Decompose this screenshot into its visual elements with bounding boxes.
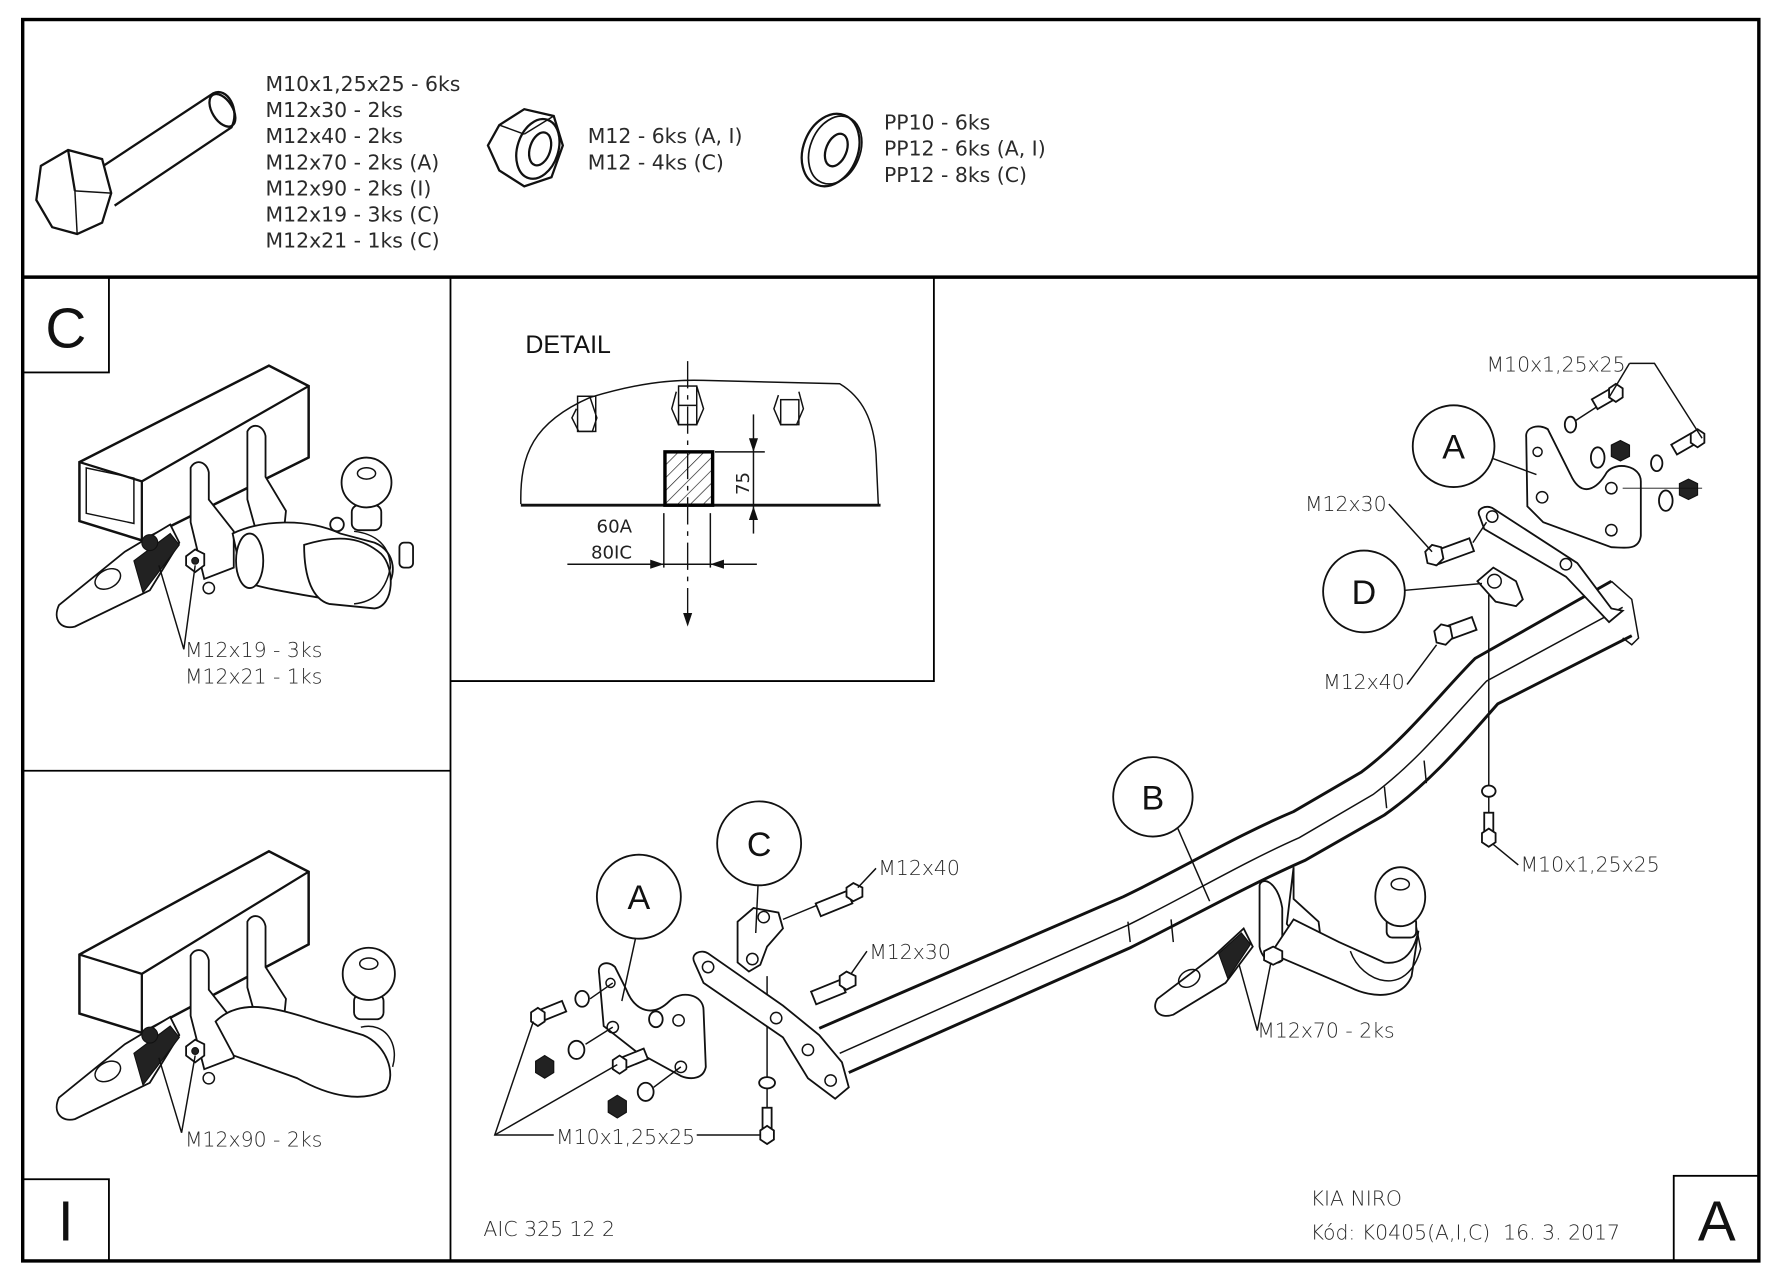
callout-i-line: M12x90 - 2ks [185,1127,322,1151]
tow-hitch-detachable-illustration [55,364,414,650]
panel-c: C [21,276,414,688]
left-mounting-plate [692,950,850,1100]
bubble-b-label: B [1142,779,1165,817]
nut-item: M12 - 6ks (A, I) [588,124,743,148]
hex-nut-icon [486,107,565,188]
bolt-item: M10x1,25x25 - 6ks [266,72,461,96]
washer-item: PP12 - 8ks (C) [884,163,1027,187]
variant-box-i [21,1178,110,1262]
bubble-d-label: D [1352,574,1377,612]
left-bracket-c [736,882,864,1146]
detail-box-border [450,277,935,682]
bubble-a-left-label: A [628,879,651,917]
bolt-item: M12x19 - 3ks (C) [266,203,440,227]
vehicle-model: KIA NIRO [1311,1186,1402,1210]
tow-hitch-center [1154,866,1427,1031]
bolt-item: M12x40 - 2ks [266,124,403,148]
bubble-b [1112,756,1194,838]
bubble-a-right [1411,404,1496,488]
panel-i: I M12x90 - 2ks [21,849,396,1262]
width-dimension-ic: 80IC [591,543,632,564]
washer-item: PP12 - 6ks (A, I) [884,137,1046,161]
callout-right-m12x30: M12x30 [1305,492,1387,516]
callout-right-bottom-bolt: M10x1,25x25 [1521,853,1660,877]
bolt-list: M10x1,25x25 - 6ks M12x30 - 2ks M12x40 - … [266,72,461,253]
callout-left-m12x30: M12x30 [869,940,951,964]
washer-item: PP10 - 6ks [884,111,990,135]
bolt-item: M12x30 - 2ks [266,98,403,122]
callout-left-m12x40: M12x40 [878,856,960,880]
bubble-a-left [595,853,682,940]
bubble-a-right-label: A [1442,429,1465,467]
main-assembly: M10x1,25x25 M12x30 M12x40 M10x1,25x25 A … [493,352,1706,1149]
flat-washer-icon [800,112,863,188]
washer-list: PP10 - 6ks PP12 - 6ks (A, I) PP12 - 8ks … [884,111,1046,187]
bubble-c [716,800,803,887]
height-dimension: 75 [733,472,754,495]
detail-title: DETAIL [525,331,611,359]
bolt-item: M12x70 - 2ks (A) [266,150,440,174]
variant-box-a [1672,1174,1760,1262]
callout-c-line: M12x19 - 3ks [185,638,322,662]
variant-letter-i: I [58,1191,74,1254]
drawing-number: AIC 325 12 2 [483,1217,615,1241]
cross-beam-b [818,579,1640,1074]
nut-list: M12 - 6ks (A, I) M12 - 4ks (C) [588,124,743,174]
bubble-d [1322,549,1406,634]
callout-c-line: M12x21 - 1ks [185,664,322,688]
tow-ball-section [663,450,715,507]
tow-hitch-fixed-illustration [55,849,396,1133]
bubble-c-label: C [747,826,772,864]
bolt-item: M12x90 - 2ks (I) [266,176,432,200]
variant-box-c [21,276,110,374]
callout-right-m12x40: M12x40 [1323,670,1405,694]
variant-letter-a: A [1698,1191,1736,1254]
callout-left-bottom-bolts: M10x1,25x25 [556,1125,695,1149]
callout-top-right-bolt: M10x1,25x25 [1487,352,1626,376]
nut-item: M12 - 4ks (C) [588,150,724,174]
detail-view: DETAIL 75 60A 80IC [520,331,881,627]
variant-letter-c: C [45,297,86,360]
right-bracket-a [1424,382,1706,848]
width-dimension-a: 60A [597,516,633,537]
bolt-item: M12x21 - 1ks (C) [266,229,440,253]
product-code: Kód: K0405(A,I,C) 16. 3. 2017 [1311,1220,1620,1244]
hex-bolt-icon [35,90,237,236]
callout-hook-bolts: M12x70 - 2ks [1257,1018,1394,1042]
outer-frame [20,17,1761,1263]
left-bracket-a [530,962,707,1119]
